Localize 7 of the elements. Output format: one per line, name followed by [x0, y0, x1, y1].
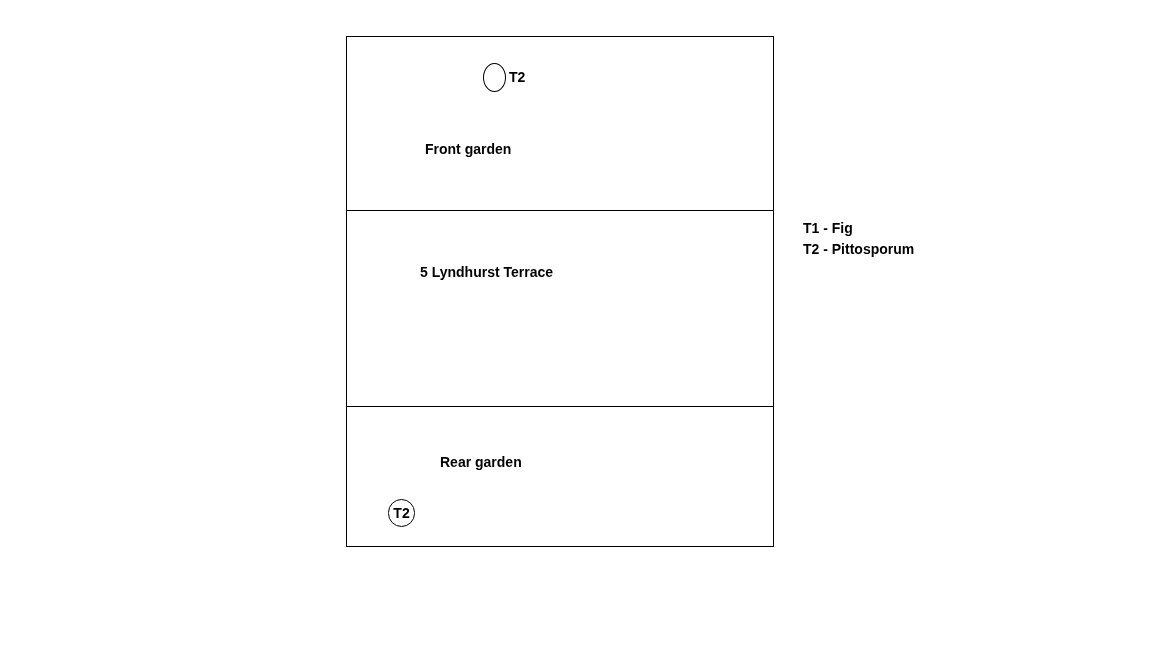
area-label: Rear garden	[440, 453, 522, 472]
area-label: Front garden	[425, 140, 512, 159]
tree-tag: T2	[509, 67, 526, 88]
legend-text: T1 - Fig	[803, 219, 854, 238]
area-label: 5 Lyndhurst Terrace	[420, 263, 554, 282]
legend-text: T2 - Pittosporum	[803, 240, 915, 259]
site-outline	[346, 36, 774, 547]
